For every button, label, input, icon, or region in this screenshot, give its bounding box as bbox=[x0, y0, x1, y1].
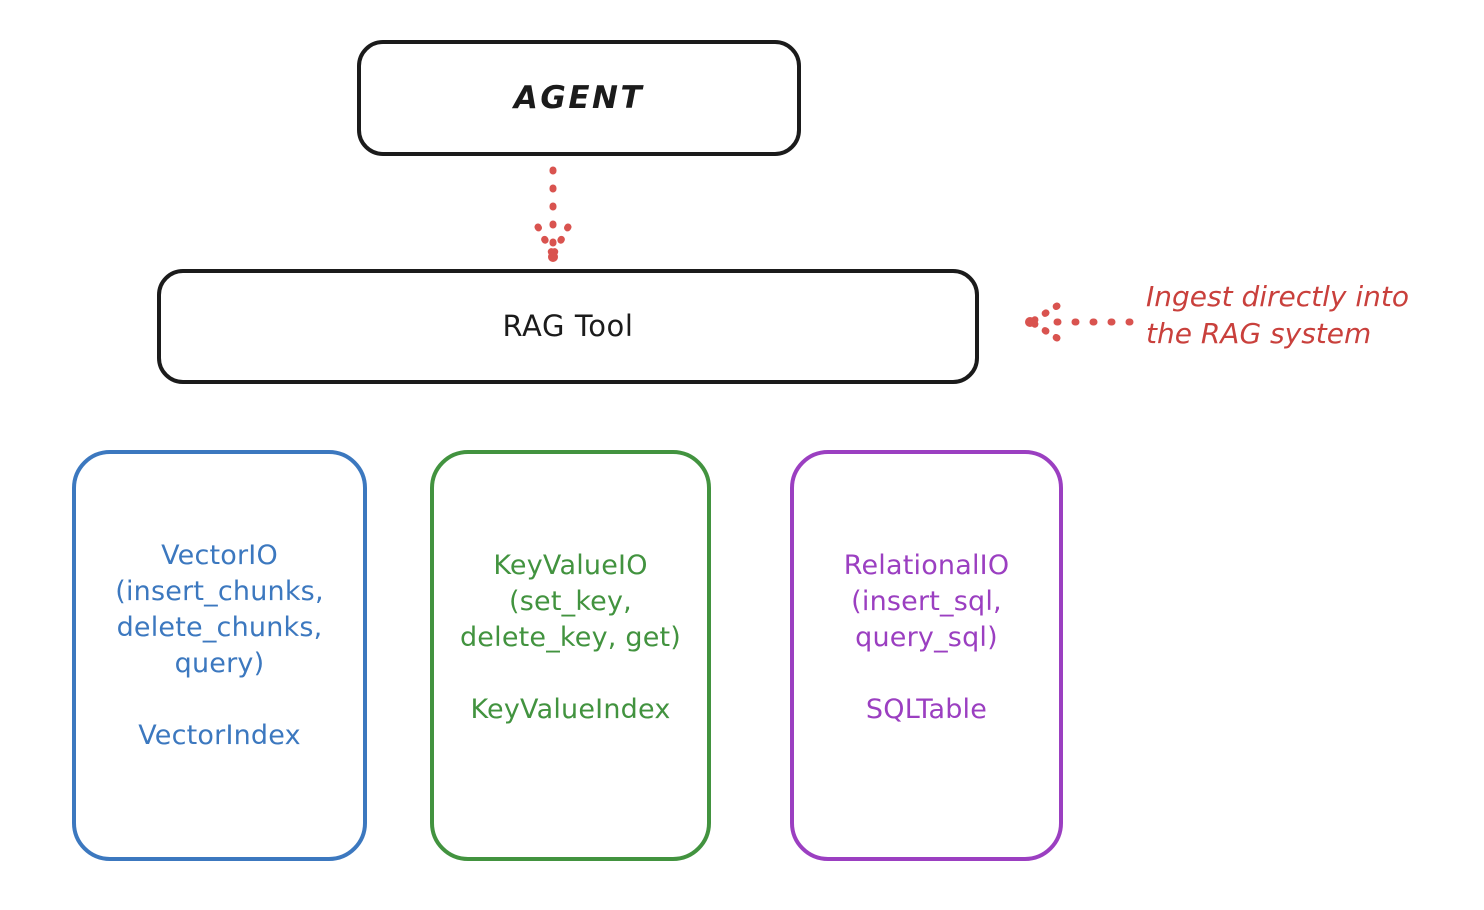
node-agent[interactable]: AGENT bbox=[357, 40, 801, 156]
node-relational-io[interactable]: RelationalIO (insert_sql, query_sql) SQL… bbox=[790, 450, 1063, 861]
node-key-value-io[interactable]: KeyValueIO (set_key, delete_key, get) Ke… bbox=[430, 450, 711, 861]
node-vector-io-label: VectorIO (insert_chunks, delete_chunks, … bbox=[115, 540, 324, 751]
node-rag-tool-label: RAG Tool bbox=[502, 308, 634, 343]
node-relational-io-label: RelationalIO (insert_sql, query_sql) SQL… bbox=[843, 550, 1010, 725]
node-rag-tool[interactable]: RAG Tool bbox=[157, 269, 979, 384]
node-vector-io[interactable]: VectorIO (insert_chunks, delete_chunks, … bbox=[72, 450, 367, 861]
edge-agent-to-rag-tool bbox=[534, 166, 572, 262]
node-key-value-io-label: KeyValueIO (set_key, delete_key, get) Ke… bbox=[459, 550, 682, 725]
node-agent-label: AGENT bbox=[513, 79, 645, 116]
edge-ingest-to-rag-tool bbox=[1025, 302, 1134, 342]
annotation-ingest-text: Ingest directly into the RAG system bbox=[1146, 280, 1410, 350]
